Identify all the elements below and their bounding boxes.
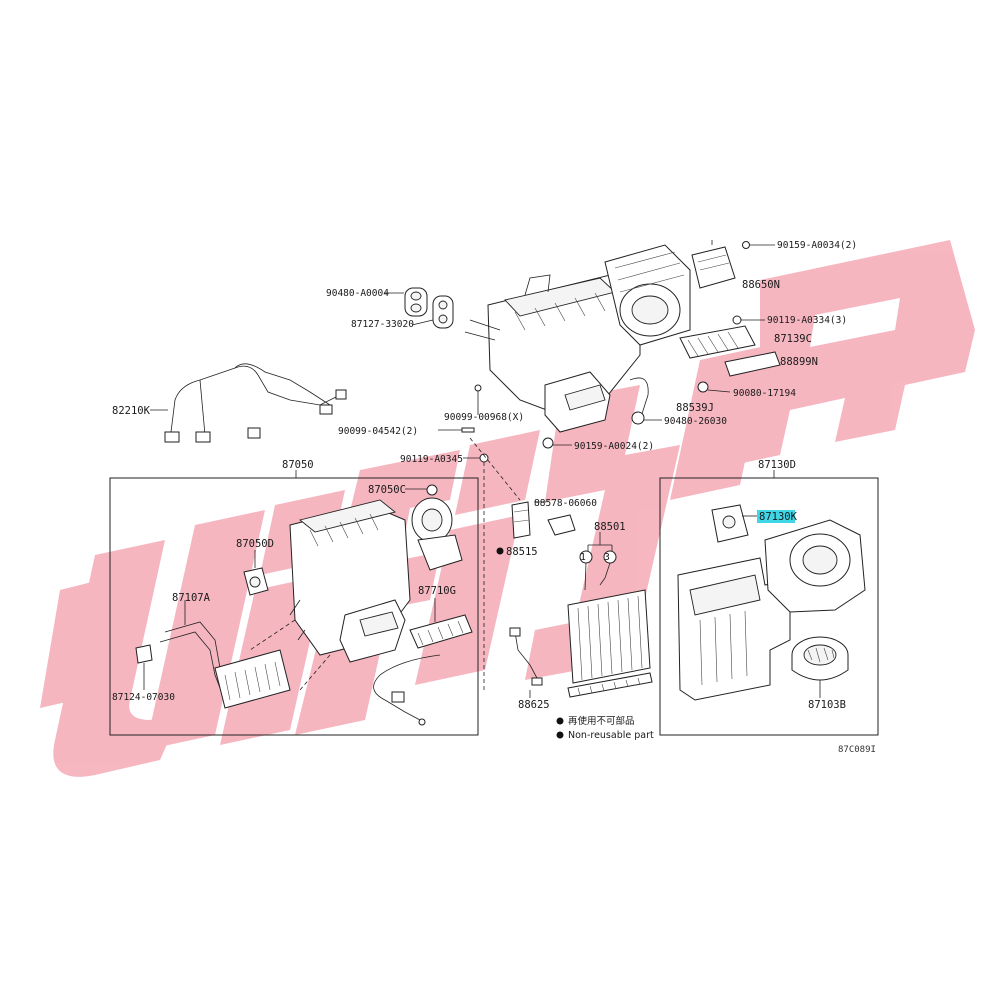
label-group-87130D: 87130D [758, 459, 796, 471]
label-87050C: 87050C [368, 484, 406, 496]
bracket-88578-06060 [534, 501, 576, 536]
hvac-unit-main [464, 244, 691, 433]
label-90099-00968: 90099-00968(X) [444, 412, 524, 423]
label-88650N: 88650N [742, 279, 780, 291]
heater-core-87107A [135, 600, 291, 709]
label-87130K: 87130K [759, 511, 798, 523]
label-90119-A0334: 90119-A0334(3) [767, 315, 847, 326]
drain-pipe [567, 672, 653, 698]
legend-dot-2 [556, 731, 564, 739]
label-87127-33020: 87127-33020 [351, 319, 414, 330]
expansion-valve-88515 [496, 501, 531, 555]
label-90159-A0034: 90159-A0034(2) [777, 240, 857, 251]
label-87710G: 87710G [418, 585, 456, 597]
sensor-wire-left [373, 654, 441, 726]
gasket-90480-A0004 [404, 287, 428, 317]
label-90099-04542: 90099-04542(2) [338, 426, 418, 437]
highlight-87130K [757, 510, 795, 523]
label-90480-26030: 90480-26030 [664, 416, 727, 427]
blower-motor-87103B [791, 636, 849, 698]
label-88515: 88515 [506, 546, 538, 558]
cover-88899N [724, 351, 781, 377]
servo-87050D [243, 550, 269, 596]
label-88578-06060: 88578-06060 [534, 498, 597, 509]
label-88625: 88625 [518, 699, 550, 711]
diagram-code: 87C089I [838, 745, 876, 755]
right-group-frame [659, 477, 879, 736]
label-87107A: 87107A [172, 592, 211, 604]
blower-case-87130D [677, 504, 866, 701]
callout-3: 3 [604, 552, 610, 563]
filter-87139C [679, 325, 756, 359]
gasket-87127-33020 [432, 295, 454, 329]
callout-1: 1 [580, 552, 586, 563]
label-90119-A0345: 90119-A0345 [400, 454, 463, 465]
label-88899N: 88899N [780, 356, 818, 368]
label-90159-A0024: 90159-A0024(2) [574, 441, 654, 452]
label-87139C: 87139C [774, 333, 812, 345]
left-group-frame [109, 477, 479, 736]
hvac-case-87050 [289, 499, 411, 663]
label-88539J: 88539J [676, 402, 714, 414]
label-87124-07030: 87124-07030 [112, 692, 175, 703]
legend-jp: 再使用不可部品 [568, 715, 635, 727]
legend-en: Non-reusable part [568, 730, 654, 741]
legend-dot-1 [556, 717, 564, 725]
label-88501: 88501 [594, 521, 626, 533]
label-82210K: 82210K [112, 405, 151, 417]
label-87050D: 87050D [236, 538, 274, 550]
label-90080-17194: 90080-17194 [733, 388, 796, 399]
evaporator-88501 [567, 532, 651, 684]
sensor-88625 [509, 627, 543, 698]
blower-87050C [405, 484, 463, 571]
label-group-87050: 87050 [282, 459, 314, 471]
heater-core-87710G [409, 598, 473, 649]
label-87103B: 87103B [808, 699, 846, 711]
wire-harness-82210K [150, 363, 347, 443]
module-88650N [691, 240, 775, 289]
label-90480-A0004: 90480-A0004 [326, 288, 389, 299]
